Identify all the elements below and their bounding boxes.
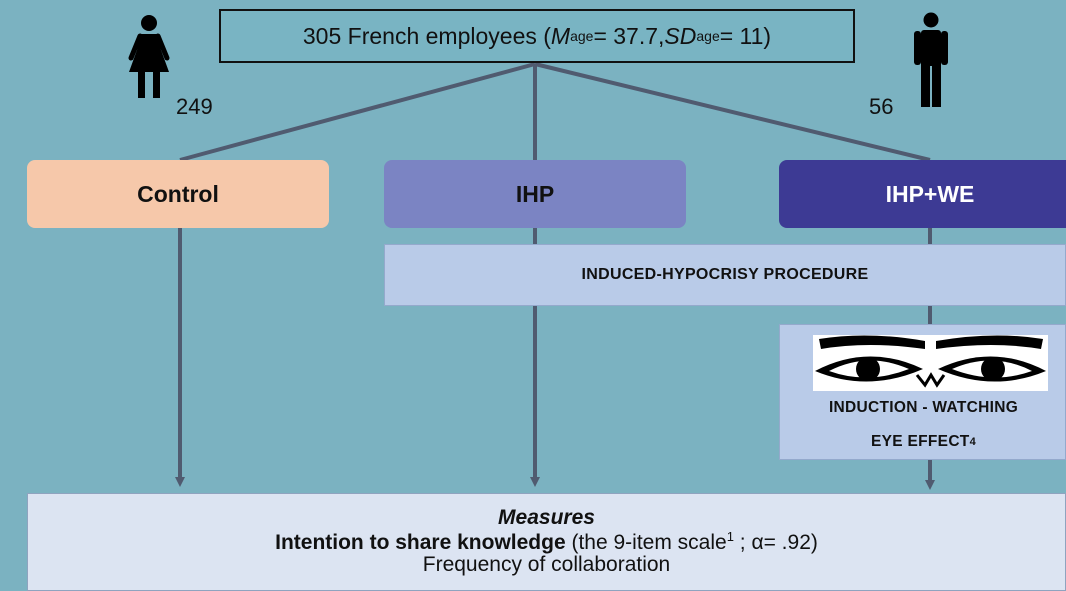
sample-text: 305 French employees (	[302, 22, 551, 49]
measures-line-intention: Intention to share knowledge (the 9-item…	[275, 528, 818, 555]
watching-line1: INDUCTION - WATCHING	[780, 395, 1066, 421]
procedure-label: INDUCED-HYPOCRISY PROCEDURE	[581, 266, 869, 283]
watching-eyes-icon	[813, 335, 1048, 391]
measures-line-collaboration: Frequency of collaboration	[422, 553, 671, 577]
m-symbol: M	[550, 22, 571, 49]
sd-symbol: SD	[664, 22, 697, 49]
intention-footnote: 1	[726, 528, 734, 544]
branch-line-control	[179, 62, 536, 162]
group-ihp-label: IHP	[515, 180, 555, 207]
female-person-icon	[124, 14, 174, 100]
group-control-label: Control	[137, 180, 219, 207]
branch-line-ihpwe	[534, 62, 931, 162]
male-person-icon	[911, 12, 951, 108]
watching-line1-text: INDUCTION - WATCHING	[828, 399, 1019, 416]
watching-line2-text: EYE EFFECT	[870, 433, 970, 450]
watching-footnote: 4	[969, 436, 977, 448]
sd-text: = 11)	[719, 22, 772, 49]
measures-box: Measures Intention to share knowledge (t…	[27, 493, 1066, 591]
intention-scale-text: (the 9-item scale	[565, 530, 727, 554]
age-subscript: age	[570, 28, 594, 44]
group-ihp: IHP	[384, 160, 686, 228]
group-control: Control	[27, 160, 329, 228]
female-count: 249	[176, 94, 213, 119]
age-subscript: age	[696, 28, 720, 44]
male-count: 56	[869, 94, 894, 119]
group-ihpwe: IHP+WE	[779, 160, 1066, 228]
group-ihpwe-label: IHP+WE	[885, 180, 975, 207]
procedure-box: INDUCED-HYPOCRISY PROCEDURE	[384, 244, 1066, 306]
measures-title: Measures	[498, 505, 595, 529]
mean-text: = 37.7,	[593, 22, 665, 49]
intention-label: Intention to share knowledge	[275, 530, 566, 554]
intention-alpha-text: ; α= .92)	[733, 530, 818, 554]
